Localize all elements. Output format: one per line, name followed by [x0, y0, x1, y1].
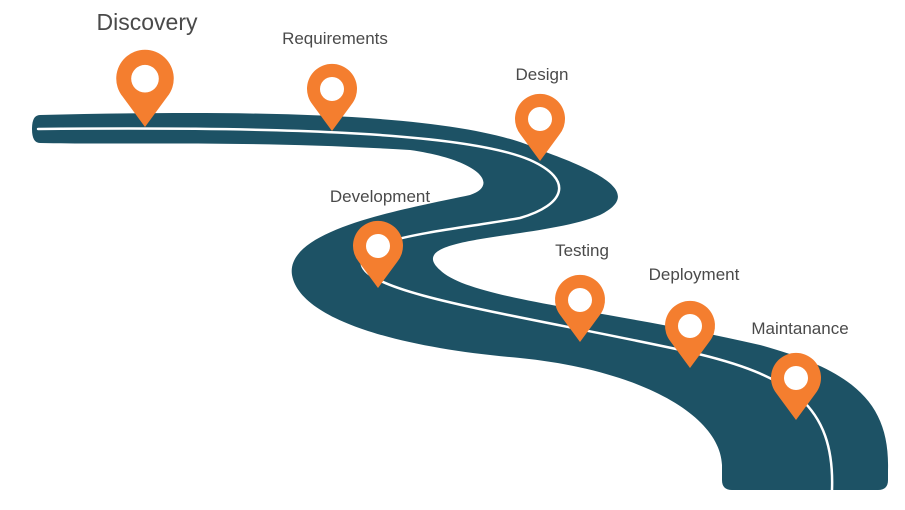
map-pin-icon — [352, 220, 403, 288]
pin-hole — [366, 234, 390, 258]
pin-hole — [784, 366, 808, 390]
pin-hole — [131, 64, 159, 93]
stage-label: Design — [516, 65, 569, 84]
pins-layer — [116, 49, 821, 420]
labels-layer: DiscoveryRequirementsDesignDevelopmentTe… — [97, 9, 849, 338]
map-pin-icon — [514, 93, 565, 161]
stage-label: Testing — [555, 241, 609, 260]
pin-hole — [678, 314, 702, 338]
map-pin-icon — [770, 352, 821, 420]
stage-label: Discovery — [97, 9, 198, 35]
pin-hole — [568, 288, 592, 312]
stage-label: Development — [330, 187, 430, 206]
map-pin-icon — [116, 49, 174, 127]
map-pin-icon — [665, 300, 715, 368]
map-pin-icon — [306, 63, 357, 131]
road-center-line — [36, 127, 834, 492]
map-pin-icon — [555, 274, 605, 342]
stage-label: Requirements — [282, 29, 388, 48]
pin-hole — [320, 77, 344, 101]
stage-label: Deployment — [649, 265, 740, 284]
stage-label: Maintanance — [751, 319, 848, 338]
pin-hole — [528, 107, 552, 131]
road — [32, 113, 889, 491]
